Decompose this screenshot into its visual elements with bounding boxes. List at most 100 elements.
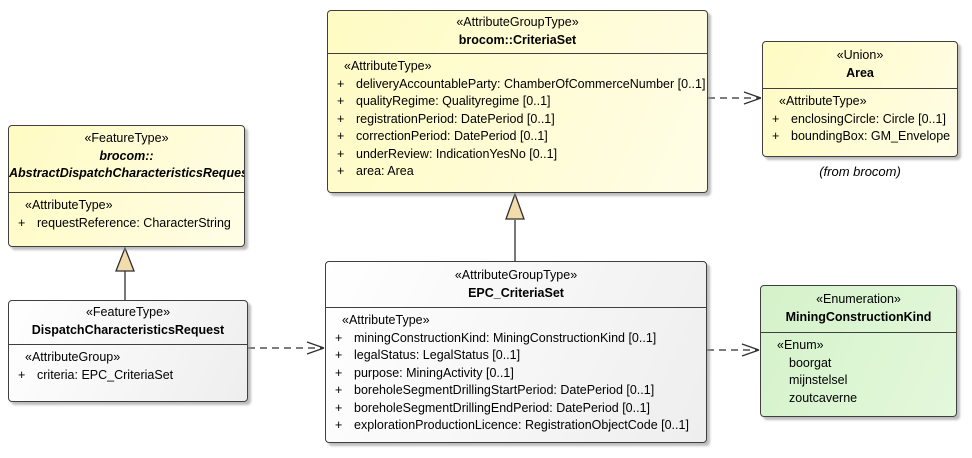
attribute-text: boundingBox: GM_Envelope: [791, 129, 951, 143]
enum-literal-text: boorgat: [789, 355, 832, 370]
attribute-text: deliveryAccountableParty: ChamberOfComme…: [356, 76, 706, 91]
generalization-arrow-dispatch-to-abstract: [115, 246, 135, 300]
attribute-text: purpose: MiningActivity [0..1]: [354, 365, 514, 380]
attribute-row: + miningConstructionKind: MiningConstruc…: [326, 330, 706, 348]
attribute-text: qualityRegime: Qualityregime [0..1]: [356, 94, 551, 108]
class-stereotype: «Enumeration»: [816, 292, 901, 306]
section-label: «AttributeType»: [779, 94, 867, 108]
attribute-text: boreholeSegmentDrillingStartPeriod: Date…: [354, 383, 655, 397]
attribute-text: requestReference: CharacterString: [37, 215, 231, 230]
class-name: DispatchCharacteristicsRequest: [31, 322, 225, 337]
visibility-marker: +: [337, 94, 345, 108]
section-label: «Enum»: [777, 338, 824, 352]
class-name: AbstractDispatchCharacteristicsRequest: [9, 166, 244, 180]
visibility-marker: [761, 355, 789, 373]
class-header: «AttributeGroupType» EPC_CriteriaSet: [326, 262, 706, 308]
visibility-marker: +: [18, 215, 26, 230]
visibility-marker: +: [337, 129, 345, 143]
generalization-arrow-epc-to-criteriaset: [505, 192, 525, 261]
attribute-row: + underReview: IndicationYesNo [0..1]: [328, 146, 707, 164]
attribute-text: correctionPeriod: DatePeriod [0..1]: [356, 129, 548, 143]
class-box-area: «Union» Area «AttributeType» + enclosing…: [762, 41, 958, 157]
dependency-arrow-criteriaset-to-area: [708, 91, 762, 105]
section-label: «AttributeType»: [344, 59, 432, 73]
attribute-row: + correctionPeriod: DatePeriod [0..1]: [328, 128, 707, 146]
attribute-row: + registrationPeriod: DatePeriod [0..1]: [328, 111, 707, 129]
enum-literal-row: boorgat: [761, 355, 956, 373]
attribute-row: + deliveryAccountableParty: ChamberOfCom…: [328, 76, 707, 94]
visibility-marker: +: [772, 129, 780, 143]
dependency-arrow-epc-to-miningconstructionkind: [707, 343, 760, 357]
visibility-marker: +: [337, 111, 345, 126]
class-box-epc-criteriaset: «AttributeGroupType» EPC_CriteriaSet «At…: [325, 261, 707, 443]
attribute-compartment: «AttributeType» + requestReference: Char…: [9, 193, 244, 232]
attribute-text: explorationProductionLicence: Registrati…: [354, 418, 689, 432]
class-stereotype: «AttributeGroupType»: [454, 268, 578, 282]
attribute-row: + legalStatus: LegalStatus [0..1]: [326, 347, 706, 365]
attribute-row: + explorationProductionLicence: Registra…: [326, 417, 706, 435]
enum-literal-text: zoutcaverne: [789, 390, 858, 405]
attribute-compartment: «AttributeType» + miningConstructionKind…: [326, 308, 706, 435]
attribute-compartment: «AttributeType» + deliveryAccountablePar…: [328, 54, 707, 181]
dependency-arrow-dispatch-to-epc: [248, 341, 325, 355]
visibility-marker: +: [772, 111, 780, 126]
attribute-text: area: Area: [356, 164, 414, 178]
attribute-text: underReview: IndicationYesNo [0..1]: [356, 146, 558, 161]
class-stereotype: «AttributeGroupType»: [456, 15, 579, 29]
enum-literal-row: mijnstelsel: [761, 372, 956, 390]
class-name: brocom::: [99, 148, 154, 163]
class-box-criteriaset: «AttributeGroupType» brocom::CriteriaSet…: [327, 10, 708, 193]
package-caption: (from brocom): [819, 164, 901, 179]
attribute-text: boreholeSegmentDrillingEndPeriod: DatePe…: [354, 400, 651, 415]
class-header: «Enumeration» MiningConstructionKind: [761, 286, 956, 333]
attribute-text: enclosingCircle: Circle [0..1]: [791, 111, 946, 126]
attribute-row: + boreholeSegmentDrillingStartPeriod: Da…: [326, 382, 706, 400]
class-header: «FeatureType» brocom:: AbstractDispatchC…: [9, 126, 244, 193]
class-name: brocom::CriteriaSet: [458, 32, 577, 47]
section-label: «AttributeType»: [342, 313, 430, 327]
visibility-marker: +: [335, 418, 343, 432]
attribute-text: criteria: EPC_CriteriaSet: [37, 367, 174, 382]
visibility-marker: [761, 372, 789, 390]
class-header: «AttributeGroupType» brocom::CriteriaSet: [328, 11, 707, 54]
class-name: MiningConstructionKind: [785, 309, 932, 324]
visibility-marker: +: [337, 146, 345, 161]
visibility-marker: +: [335, 348, 343, 362]
class-stereotype: «Union»: [836, 48, 884, 62]
attribute-row: + requestReference: CharacterString: [9, 215, 244, 233]
class-name: Area: [846, 65, 874, 80]
visibility-marker: +: [337, 76, 345, 91]
visibility-marker: [761, 390, 789, 408]
enum-literal-text: mijnstelsel: [789, 373, 848, 387]
attribute-row: + criteria: EPC_CriteriaSet: [9, 367, 247, 385]
visibility-marker: +: [335, 383, 343, 397]
attribute-row: + qualityRegime: Qualityregime [0..1]: [328, 93, 707, 111]
visibility-marker: +: [18, 367, 26, 382]
attribute-row: + enclosingCircle: Circle [0..1]: [763, 111, 957, 129]
attribute-text: legalStatus: LegalStatus [0..1]: [354, 348, 521, 362]
class-name: EPC_CriteriaSet: [468, 285, 564, 300]
attribute-text: miningConstructionKind: MiningConstructi…: [354, 330, 657, 345]
class-box-dispatchcharacteristicsrequest: «FeatureType» DispatchCharacteristicsReq…: [8, 300, 248, 402]
visibility-marker: +: [335, 400, 343, 415]
enum-literal-row: zoutcaverne: [761, 390, 956, 408]
attribute-row: + area: Area: [328, 163, 707, 181]
section-label: «AttributeType»: [25, 198, 113, 212]
class-stereotype: «FeatureType»: [85, 305, 171, 319]
attribute-compartment: «AttributeType» + enclosingCircle: Circl…: [763, 89, 957, 146]
attribute-row: + purpose: MiningActivity [0..1]: [326, 365, 706, 383]
attribute-text: registrationPeriod: DatePeriod [0..1]: [356, 111, 555, 126]
class-header: «FeatureType» DispatchCharacteristicsReq…: [9, 301, 247, 345]
class-stereotype: «FeatureType»: [84, 131, 169, 145]
attribute-compartment: «AttributeGroup» + criteria: EPC_Criteri…: [9, 345, 247, 384]
attribute-row: + boundingBox: GM_Envelope: [763, 128, 957, 146]
class-header: «Union» Area: [763, 42, 957, 89]
visibility-marker: +: [335, 365, 343, 380]
section-label: «AttributeGroup»: [25, 350, 121, 364]
attribute-compartment: «Enum» boorgat mijnstelsel zoutcaverne: [761, 333, 956, 407]
visibility-marker: +: [335, 330, 343, 345]
class-box-miningconstructionkind: «Enumeration» MiningConstructionKind «En…: [760, 285, 957, 417]
class-box-abstractdispatchcharacteristicsrequest: «FeatureType» brocom:: AbstractDispatchC…: [8, 125, 245, 247]
attribute-row: + boreholeSegmentDrillingEndPeriod: Date…: [326, 400, 706, 418]
